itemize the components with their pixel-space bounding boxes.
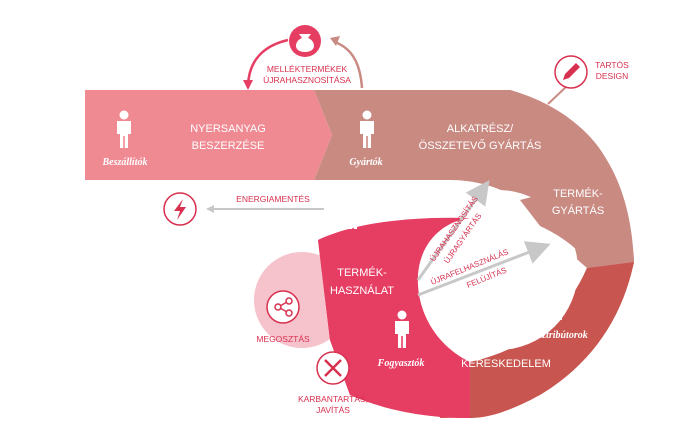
product-mfg-inner-curve <box>520 176 634 268</box>
retail-label: KERESKEDELEM <box>461 358 551 370</box>
pencil-icon <box>554 55 588 89</box>
durable-label-2: DESIGN <box>596 71 629 81</box>
raw-material-label-2: BESZERZÉSE <box>192 139 265 152</box>
sharing-label: MEGOSZTÁS <box>256 334 310 344</box>
supplier-band <box>85 90 332 180</box>
byproduct-arrowhead-left <box>243 80 253 90</box>
trash-bin-icon <box>346 191 377 229</box>
consumer-label: Fogyasztók <box>377 358 425 369</box>
product-use-label-1: TERMÉK- <box>337 266 387 279</box>
durable-label-1: TARTÓS <box>595 60 629 70</box>
recycle-arrow <box>416 180 490 281</box>
consumer-inner-curve <box>318 217 470 418</box>
inner-hole <box>418 190 578 350</box>
share-icon <box>266 290 300 324</box>
tools-icon <box>316 351 350 385</box>
manufacturer-label: Gyártók <box>349 157 382 168</box>
distributor-label: Disztribútorok <box>527 330 587 341</box>
byproduct-arrow <box>334 40 364 89</box>
byproduct-arrowhead-right <box>330 36 340 46</box>
component-label-1: ALKATRÉSZ/ <box>447 122 514 135</box>
manufacturer-band <box>314 90 612 200</box>
reuse-arrow <box>417 241 551 297</box>
raw-material-label-1: NYERSANYAG <box>190 123 266 135</box>
durable-connector <box>547 85 568 105</box>
energy-label: ENERGIAMENTÉS <box>236 194 310 204</box>
product-use-label-2: HASZNÁLAT <box>330 284 394 297</box>
maintenance-label-2: JAVÍTÁS <box>316 405 350 415</box>
lightning-icon <box>163 192 197 226</box>
energy-arrowhead <box>206 205 214 213</box>
maintenance-label-1: KARBANTARTÁS, <box>298 394 368 404</box>
byproduct-label-1: MELLÉKTERMÉKEK <box>267 64 348 74</box>
supplier-label: Beszállítók <box>101 157 147 168</box>
byproduct-label-2: ÚJRAHASZNOSÍTÁSA <box>263 75 351 85</box>
product-mfg-label-1: TERMÉK- <box>553 187 603 200</box>
component-label-2: ÖSSZETEVŐ GYÁRTÁS <box>419 138 542 152</box>
distributor-inner-curve <box>470 262 634 418</box>
product-mfg-label-2: GYÁRTÁS <box>552 204 604 217</box>
money-bag-icon <box>289 25 321 57</box>
